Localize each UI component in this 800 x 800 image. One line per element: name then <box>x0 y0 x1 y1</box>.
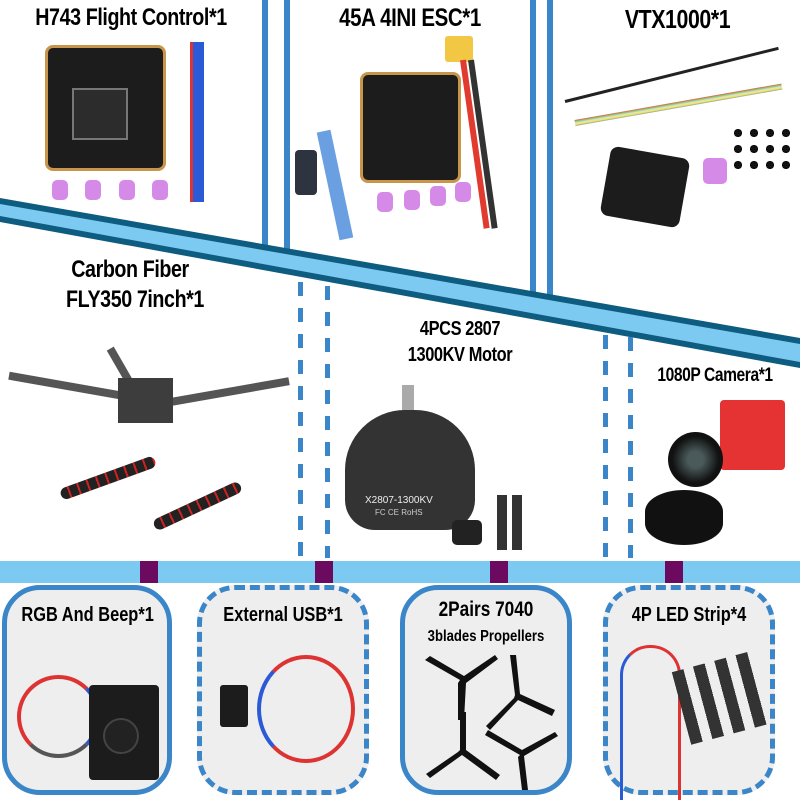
divider-top-right-b <box>547 0 553 298</box>
damper-4 <box>152 180 168 200</box>
camera-label: 1080P Camera*1 <box>657 365 773 386</box>
esc-damper-1 <box>377 192 393 212</box>
xt60-connector <box>445 36 473 62</box>
rgb-beep-box: RGB And Beep*1 <box>2 585 172 795</box>
propellers-label-line1: 2Pairs 7040 <box>438 598 534 621</box>
vtx-board <box>599 145 691 229</box>
vtx-standoffs <box>730 125 792 177</box>
propellers-box: 2Pairs 7040 3blades Propellers <box>400 585 572 795</box>
propellers-image <box>425 655 558 790</box>
connector-4 <box>665 561 683 583</box>
motor-bell <box>345 410 475 530</box>
usb-cable <box>257 655 355 763</box>
flight-controller-chip <box>72 88 128 140</box>
vtx-dampers <box>703 158 727 184</box>
led-strip-label: 4P LED Strip*4 <box>631 604 747 626</box>
usb-c-board <box>220 685 248 727</box>
led-wires <box>620 645 681 800</box>
connector-2 <box>315 561 333 583</box>
motor-text: X2807-1300KV <box>365 495 433 506</box>
flight-controller-label: H743 Flight Control*1 <box>35 4 227 31</box>
divider-mid-left-a <box>298 282 303 558</box>
esc-damper-3 <box>430 186 446 206</box>
motor-label-line1: 4PCS 2807 <box>419 318 501 340</box>
led-strip-box: 4P LED Strip*4 <box>603 585 775 800</box>
divider-mid-right-b <box>628 337 633 558</box>
horizontal-band <box>0 561 800 583</box>
damper-1 <box>52 180 68 200</box>
frame-label-line2: FLY350 7inch*1 <box>66 286 204 313</box>
divider-top-left-a <box>262 0 268 248</box>
connector-1 <box>140 561 158 583</box>
damper-2 <box>85 180 101 200</box>
frame-label-line1: Carbon Fiber <box>71 256 189 283</box>
motor-label-line2: 1300KV Motor <box>407 344 513 366</box>
capacitor <box>295 150 317 195</box>
led-strips <box>671 650 774 745</box>
esc-board <box>360 72 461 183</box>
damper-3 <box>119 180 135 200</box>
esc-damper-2 <box>404 190 420 210</box>
esc-label: 45A 4INI ESC*1 <box>339 4 481 32</box>
rgb-beep-wire <box>17 675 100 758</box>
divider-top-left-b <box>284 0 290 252</box>
buzzer <box>103 718 139 754</box>
divider-mid-right-a <box>603 335 608 558</box>
camera-body <box>720 400 785 470</box>
external-usb-label: External USB*1 <box>223 604 343 626</box>
propellers-label-line2: 3blades Propellers <box>427 628 545 645</box>
motor-screws <box>497 495 527 550</box>
divider-mid-left-b <box>325 286 330 558</box>
motor-nut <box>452 520 482 545</box>
divider-top-right-a <box>530 0 536 296</box>
external-usb-box: External USB*1 <box>197 585 369 795</box>
esc-damper-4 <box>455 182 471 202</box>
connector-3 <box>490 561 508 583</box>
flight-controller-cable <box>190 42 204 202</box>
motor-cert-text: FC CE RoHS <box>375 508 423 517</box>
frame-body <box>118 378 173 423</box>
lens-cap <box>645 490 723 545</box>
rgb-beep-label: RGB And Beep*1 <box>21 604 154 626</box>
vtx-label: VTX1000*1 <box>624 4 731 34</box>
camera-lens <box>668 432 723 487</box>
